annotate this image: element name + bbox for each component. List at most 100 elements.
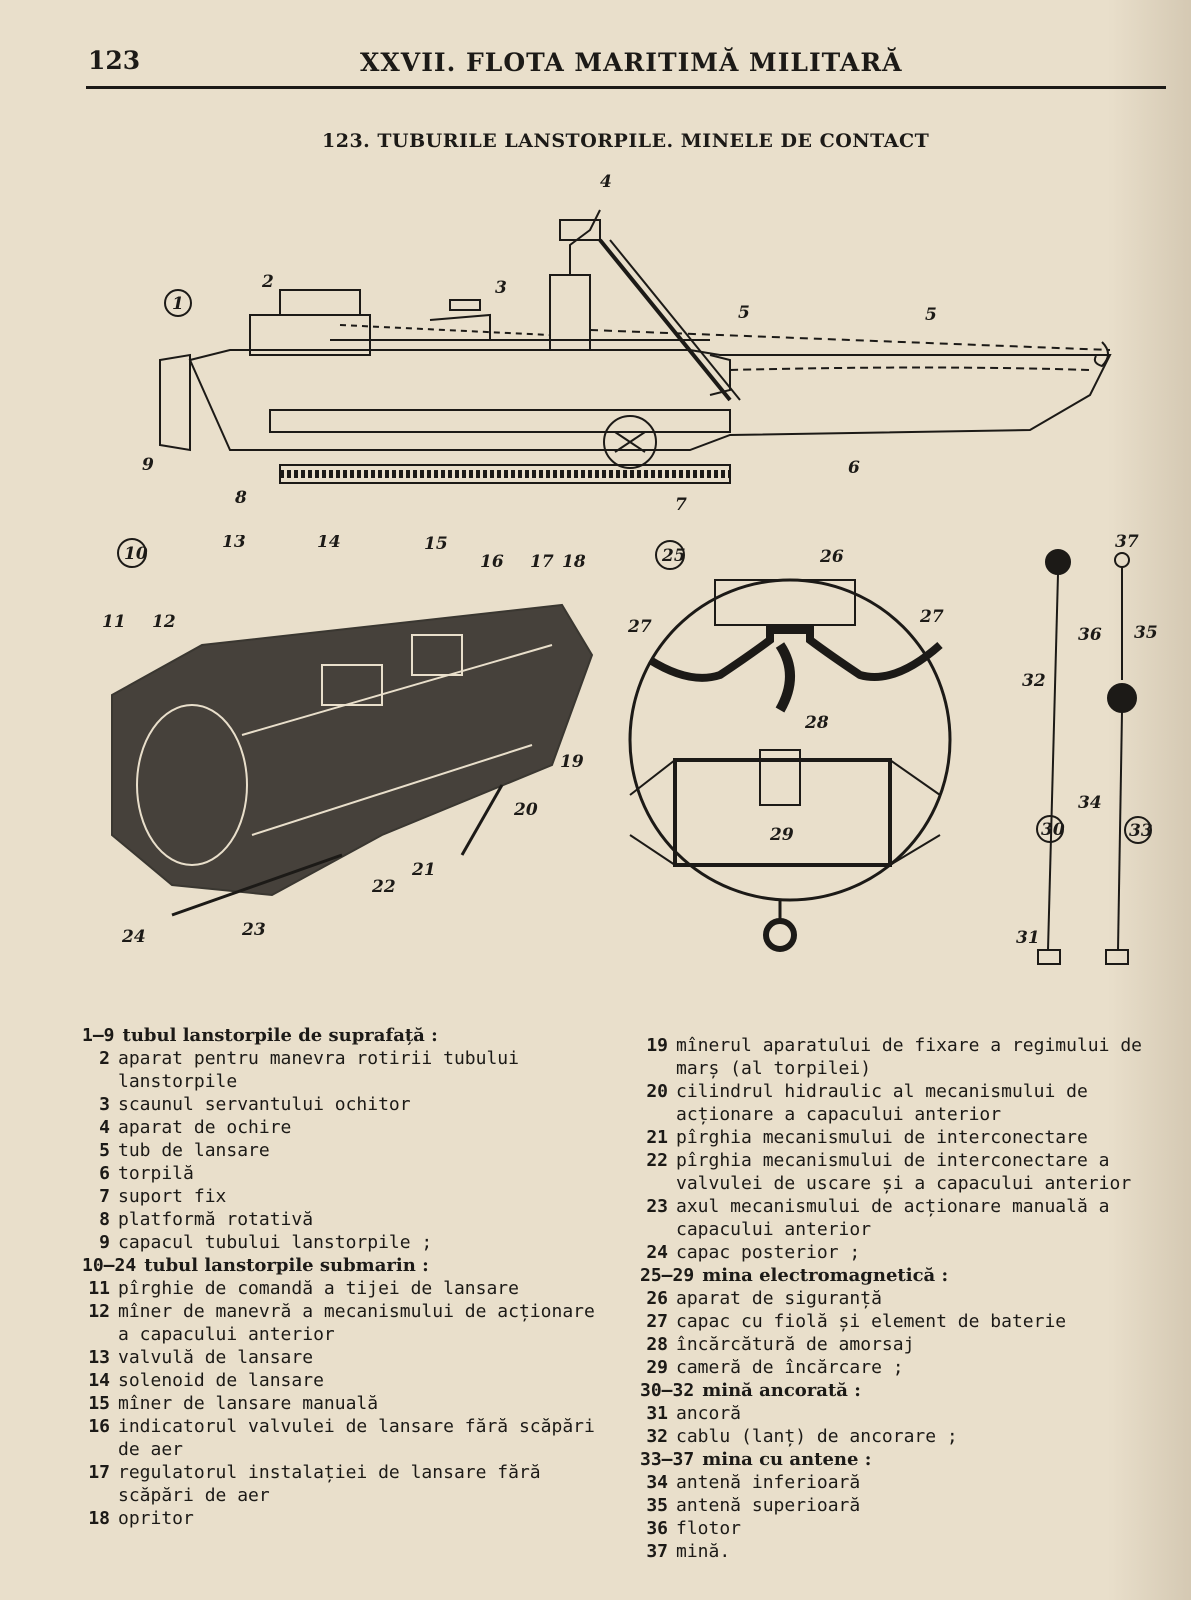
fig-label-27a: 27	[627, 617, 652, 637]
fig-label-36: 37	[1115, 532, 1139, 552]
fig-label-14: 14	[317, 535, 341, 552]
legend-heading: 33—37 mina cu antene :	[640, 1448, 1160, 1471]
figure-number-25: 25	[661, 546, 686, 566]
legend-item: 31 ancoră	[640, 1402, 1160, 1425]
legend-item-text: torpilă	[118, 1163, 194, 1184]
legend-item-text: opritor	[118, 1508, 194, 1529]
legend-item-number: 18	[88, 1508, 110, 1529]
legend-item-number: 31	[646, 1403, 668, 1424]
legend-item-number: 11	[88, 1278, 110, 1299]
legend-item-text: valvulă de lansare	[118, 1347, 314, 1368]
fig-label-5b: 5	[925, 305, 937, 325]
legend-item-text: capacul tubului lanstorpile ;	[118, 1232, 433, 1253]
fig-label-7: 7	[675, 495, 687, 515]
legend-item-number: 3	[99, 1094, 110, 1115]
legend-item-number: 27	[646, 1311, 668, 1332]
header-rule	[86, 86, 1166, 89]
legend-item-text: mînerul aparatului de fixare a regimului…	[676, 1035, 1142, 1079]
legend-item-number: 16	[88, 1416, 110, 1437]
fig-label-16: 16	[480, 552, 504, 572]
legend-item-number: 21	[646, 1127, 668, 1148]
fig-label-3: 3	[495, 278, 507, 298]
legend-item-text: aparat pentru manevra rotirii tubului la…	[118, 1048, 519, 1092]
legend-item-number: 24	[646, 1242, 668, 1263]
fig-label-22: 22	[371, 877, 396, 897]
figure-number-30: 30	[1041, 820, 1065, 840]
legend-item: 4 aparat de ochire	[82, 1116, 602, 1139]
legend-item-text: mina cu antene :	[702, 1449, 872, 1470]
figure-submarine-torpedo-tube: 10 11 12 13 14 15 16 17 18 19 20 21 22 2…	[102, 535, 594, 947]
legend-item-text: solenoid de lansare	[118, 1370, 324, 1391]
legend-item-number: 4	[99, 1117, 110, 1138]
legend-item-number: 15	[88, 1393, 110, 1414]
legend-item-number: 33—37	[640, 1449, 695, 1470]
legend-item-text: ancoră	[676, 1403, 742, 1424]
legend-item: 22 pîrghia mecanismului de interconectare…	[640, 1149, 1160, 1195]
fig-label-4: 4	[600, 172, 612, 192]
legend-item-text: antenă superioară	[676, 1495, 861, 1516]
legend-item-number: 22	[646, 1150, 668, 1171]
figure-number-10: 10	[124, 544, 148, 564]
legend-item-text: platformă rotativă	[118, 1209, 314, 1230]
legend-item-text: mina electromagnetică :	[702, 1265, 949, 1286]
fig-label-23: 23	[241, 920, 266, 940]
fig-label-12: 12	[152, 612, 176, 632]
legend-item-text: suport fix	[118, 1186, 227, 1207]
legend-item-number: 20	[646, 1081, 668, 1102]
legend-item-text: tubul lanstorpile submarin :	[144, 1255, 429, 1276]
legend-item-number: 28	[646, 1334, 668, 1355]
figure-number-33: 33	[1129, 821, 1153, 841]
fig-label-6: 6	[848, 458, 860, 478]
legend-item-number: 12	[88, 1301, 110, 1322]
figure-anchored-and-antenna-mines: 37 36 35 32 34 30 33 31	[1016, 532, 1158, 965]
legend-item-number: 8	[99, 1209, 110, 1230]
legend-item-number: 1—9	[82, 1025, 115, 1046]
legend-item-text: aparat de ochire	[118, 1117, 292, 1138]
fig-label-20: 20	[513, 800, 538, 820]
fig-label-11: 11	[102, 612, 126, 632]
fig-label-31: 31	[1016, 928, 1040, 948]
legend-item-text: pîrghie de comandă a tijei de lansare	[118, 1278, 519, 1299]
fig-label-32: 32	[1022, 671, 1046, 691]
figure-number-1: 1	[172, 294, 184, 314]
fig-label-9: 9	[142, 455, 154, 475]
legend-item-number: 6	[99, 1163, 110, 1184]
legend-item-text: capac posterior ;	[676, 1242, 861, 1263]
fig-label-29: 29	[769, 825, 794, 845]
fig-label-17: 17	[530, 552, 554, 572]
legend-item-number: 10—24	[82, 1255, 137, 1276]
legend-item-text: încărcătură de amorsaj	[676, 1334, 915, 1355]
legend-item-number: 34	[646, 1472, 668, 1493]
fig-label-37: 36	[1078, 625, 1102, 645]
legend-item: 3 scaunul servantului ochitor	[82, 1093, 602, 1116]
running-title: XXVII. FLOTA MARITIMĂ MILITARĂ	[360, 48, 903, 77]
fig-label-34: 34	[1078, 793, 1102, 813]
legend-item-text: pîrghia mecanismului de interconectare a…	[676, 1150, 1132, 1194]
legend-heading: 1—9 tubul lanstorpile de suprafață :	[82, 1024, 602, 1047]
legend-item-number: 35	[646, 1495, 668, 1516]
figure-surface-torpedo-tube: 1 2 3 4 5 5 6 7 8 9	[142, 172, 1112, 515]
legend-item-text: tubul lanstorpile de suprafață :	[122, 1025, 438, 1046]
fig-label-28: 28	[804, 713, 829, 733]
legend-item-number: 29	[646, 1357, 668, 1378]
legend-item-text: capac cu fiolă și element de baterie	[676, 1311, 1067, 1332]
legend-item-number: 36	[646, 1518, 668, 1539]
legend-item-text: axul mecanismului de acționare manuală a…	[676, 1196, 1110, 1240]
fig-label-26: 26	[819, 547, 844, 567]
legend-item-number: 37	[646, 1541, 668, 1562]
legend-item-number: 26	[646, 1288, 668, 1309]
legend-item-number: 9	[99, 1232, 110, 1253]
legend-item-text: scaunul servantului ochitor	[118, 1094, 411, 1115]
